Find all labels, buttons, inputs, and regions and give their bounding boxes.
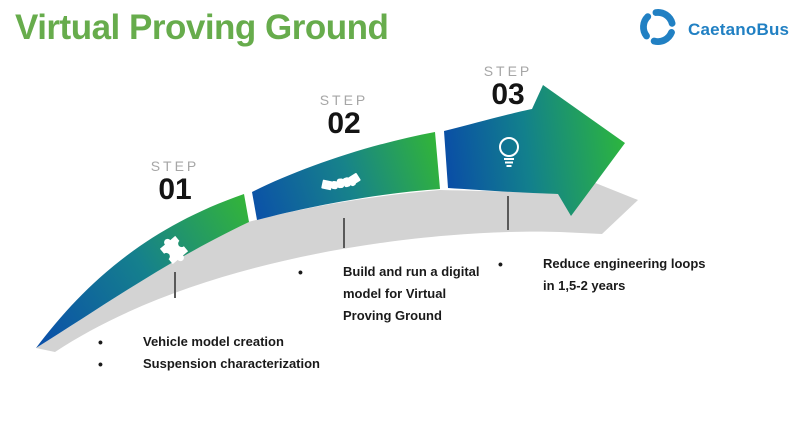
step1-number: 01: [158, 173, 192, 206]
arrow-segment-3-with-head: [444, 85, 625, 216]
step3-bullet-list: • Reduce engineering loops in 1,5-2 year…: [498, 253, 719, 297]
bullet-dot: •: [98, 334, 103, 350]
list-item: • Suspension characterization: [98, 353, 373, 375]
arrow-segment-2: [252, 132, 440, 220]
step1-bullet-list: • Vehicle model creation • Suspension ch…: [98, 331, 373, 375]
step2-number: 02: [327, 107, 361, 140]
step3-bullet-1: Reduce engineering loops in 1,5-2 years: [543, 256, 706, 293]
handshake-icon: [321, 173, 361, 191]
bullet-dot: •: [98, 356, 103, 372]
step1-label: STEP 01: [138, 158, 212, 205]
puzzle-icon: [159, 235, 189, 265]
step3-word: STEP: [483, 63, 533, 79]
list-item: • Vehicle model creation: [98, 331, 373, 353]
shadow-arrow: [36, 166, 638, 352]
step2-word: STEP: [319, 92, 369, 108]
caetanobus-logo-icon: [640, 9, 676, 45]
step1-bullet-1: Vehicle model creation: [143, 334, 284, 349]
step3-number: 03: [491, 78, 525, 111]
step2-bullet-list: • Build and run a digital model for Virt…: [298, 261, 495, 327]
logo-text: CaetanoBus: [688, 20, 790, 39]
step1-bullet-2: Suspension characterization: [143, 356, 320, 371]
step3-label: STEP 03: [471, 63, 545, 110]
logo: CaetanoBus: [632, 4, 789, 50]
step2-label: STEP 02: [307, 92, 381, 139]
list-item: • Reduce engineering loops in 1,5-2 year…: [498, 253, 719, 297]
step1-word: STEP: [150, 158, 200, 174]
list-item: • Build and run a digital model for Virt…: [298, 261, 495, 327]
arrow-segment-1: [36, 194, 249, 348]
lightbulb-icon: [499, 137, 519, 167]
page-title: Virtual Proving Ground: [15, 8, 389, 47]
step2-bullet-1: Build and run a digital model for Virtua…: [343, 264, 480, 323]
bullet-dot: •: [298, 264, 303, 280]
bullet-dot: •: [498, 256, 503, 272]
